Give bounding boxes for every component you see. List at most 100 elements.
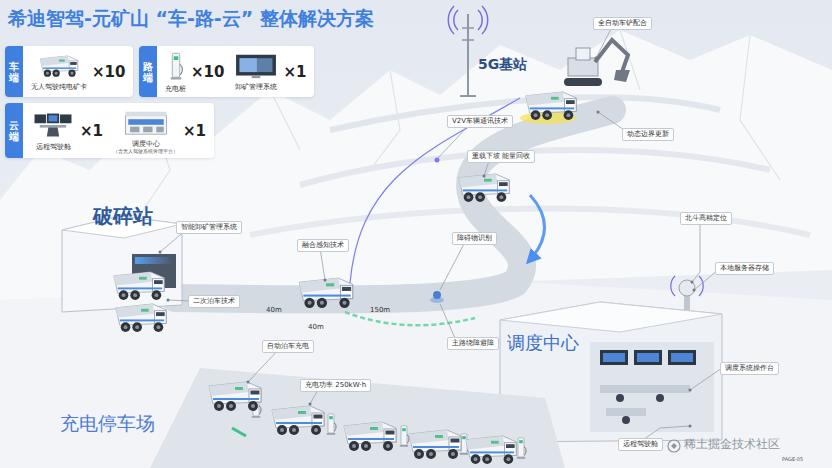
equipment-picture bbox=[40, 56, 78, 77]
equipment-name: （含无人驾驶系统管理平台） bbox=[113, 148, 178, 154]
haul-road bbox=[175, 110, 612, 299]
callout-box: 调度系统操作台 bbox=[720, 362, 779, 375]
dispatch-center-part bbox=[637, 353, 659, 362]
group-panel: 充电桩 ×10 卸矿管理系统 ×1 路端 bbox=[139, 46, 314, 97]
route-arrow bbox=[528, 195, 545, 262]
callout-text: 全自动车铲配合 bbox=[598, 19, 647, 27]
tower-5g-part bbox=[460, 95, 476, 97]
mountains-part bbox=[130, 30, 780, 230]
truck-unloading bbox=[114, 272, 164, 300]
equipment-picture bbox=[170, 53, 182, 79]
watermark-icon bbox=[668, 440, 680, 452]
section-bar: 云端 bbox=[5, 103, 23, 158]
dispatch-center-part bbox=[622, 416, 630, 424]
equipment-icon-svg bbox=[234, 53, 278, 79]
excavator-part bbox=[614, 70, 630, 82]
leader-dots bbox=[159, 57, 696, 428]
truck-charging bbox=[209, 382, 261, 411]
callout-box: 融合感知技术 bbox=[297, 239, 349, 252]
excavator bbox=[564, 40, 630, 86]
radar-part bbox=[679, 280, 695, 296]
page-number: PAGE-05 bbox=[782, 457, 803, 463]
area-label: 破碎站 bbox=[93, 205, 153, 228]
crushing-station-part bbox=[62, 216, 182, 312]
callout-text: 融合感知技术 bbox=[302, 241, 344, 249]
dispatch-center-part bbox=[634, 350, 662, 365]
equipment-icon-svg bbox=[121, 108, 171, 136]
equipment-name: 远程驾驶舱 bbox=[36, 143, 71, 151]
callout-box: 远程驾驶舱 bbox=[618, 438, 663, 451]
caption-column: 充电桩 bbox=[165, 51, 186, 93]
dispatch-center-part bbox=[603, 353, 625, 362]
equipment-item: 充电桩 ×10 bbox=[165, 51, 224, 93]
chargers-part bbox=[232, 428, 246, 436]
leader-dots-part bbox=[309, 403, 312, 406]
caption-column: 卸矿管理系统 bbox=[234, 53, 278, 91]
caption-column: 调度中心（含无人驾驶系统管理平台） bbox=[113, 108, 178, 154]
equipment-picture bbox=[35, 114, 72, 137]
tower-5g-part bbox=[467, 14, 469, 96]
equipment-name: 充电桩 bbox=[165, 85, 186, 93]
leader-lines-part bbox=[320, 248, 325, 280]
truck-parking bbox=[116, 304, 166, 332]
dispatch-center-part bbox=[668, 350, 696, 365]
callout-box: V2V车辆通讯技术 bbox=[447, 115, 513, 128]
truck-charging bbox=[409, 430, 461, 459]
equipment-picture bbox=[237, 55, 277, 78]
watermark-icon-part bbox=[671, 443, 677, 449]
quantity: ×10 bbox=[191, 63, 224, 81]
dispatch-center-part bbox=[656, 394, 664, 402]
truck-charging bbox=[272, 406, 324, 435]
radar bbox=[671, 276, 703, 310]
callout-box: 本地服务器存储 bbox=[715, 262, 774, 275]
leader-lines-part bbox=[440, 240, 466, 290]
callout-text: 充电功率 250kW·h bbox=[305, 381, 366, 389]
callout-box: 二次泊车技术 bbox=[188, 295, 240, 308]
excavator-part bbox=[595, 40, 628, 72]
equipment-item: 调度中心（含无人驾驶系统管理平台）×1 bbox=[113, 108, 206, 154]
obstacle bbox=[430, 291, 444, 303]
leader-dots-part bbox=[691, 281, 694, 284]
tower-5g bbox=[448, 6, 487, 96]
dispatch-center-part bbox=[671, 353, 693, 362]
callout-text: 北斗高精定位 bbox=[685, 214, 727, 222]
chargers-part bbox=[327, 414, 336, 435]
area-label: 调度中心 bbox=[507, 333, 579, 354]
station-label: 5G基站 bbox=[478, 56, 527, 72]
callout-box: 障碍物识别 bbox=[452, 232, 497, 245]
equipment-name: 卸矿管理系统 bbox=[235, 83, 277, 91]
section-bar: 车端 bbox=[5, 46, 23, 97]
mountains-part bbox=[300, 150, 770, 185]
leader-dots-part bbox=[693, 289, 696, 292]
equipment-item: 远程驾驶舱×1 bbox=[31, 111, 103, 151]
leader-dots-part bbox=[483, 175, 486, 178]
leader-lines-part bbox=[440, 304, 455, 338]
mountains-part bbox=[250, 209, 810, 235]
area-label: 充电停车场 bbox=[60, 413, 155, 435]
quantity: ×1 bbox=[283, 63, 306, 81]
truck-downhill bbox=[459, 174, 509, 202]
callout-text: 主路绕障避障 bbox=[452, 339, 494, 347]
equipment-icon bbox=[121, 108, 171, 140]
dispatch-center-part bbox=[590, 342, 714, 432]
section-bar: 路端 bbox=[139, 46, 157, 97]
equipment-icon-svg bbox=[168, 51, 184, 81]
leader-lines-part bbox=[248, 348, 280, 382]
callout-box: 主路绕障避障 bbox=[447, 337, 499, 350]
equipment-icon bbox=[31, 111, 75, 143]
equipment-item: 卸矿管理系统 ×1 bbox=[234, 53, 306, 91]
callout-text: 调度系统操作台 bbox=[725, 364, 774, 372]
watermark-icon-part bbox=[668, 440, 680, 452]
truck-charging bbox=[466, 436, 516, 464]
leader-dots-part bbox=[689, 425, 692, 428]
dispatch-center-part bbox=[606, 408, 646, 416]
callout-box: 充电功率 250kW·h bbox=[300, 379, 371, 392]
tower-5g-part bbox=[448, 6, 487, 34]
caption-column: 无人驾驶纯电矿卡 bbox=[31, 53, 87, 91]
quantity: ×10 bbox=[92, 63, 125, 81]
truck-loading bbox=[526, 92, 576, 120]
excavator-part bbox=[576, 48, 590, 60]
distance-label: 150m bbox=[370, 306, 390, 314]
leader-lines-part bbox=[596, 27, 612, 58]
